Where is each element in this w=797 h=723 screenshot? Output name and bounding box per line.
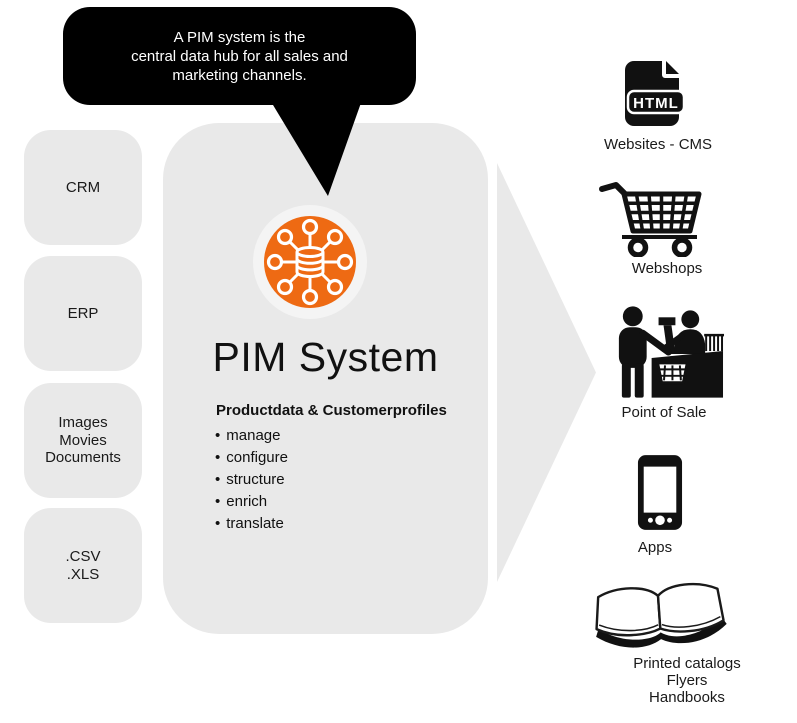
bullet-item: • translate (215, 512, 288, 534)
bullet-text: structure (226, 470, 285, 488)
bullet-text: enrich (226, 492, 268, 510)
bullet-marker: • (215, 426, 221, 444)
pim-bullet-list: • manage • configure • structure • enric… (215, 424, 288, 534)
source-label: .XLS (66, 565, 100, 583)
channel-label-apps: Apps (637, 539, 673, 556)
channel-label-webshops: Webshops (631, 260, 703, 277)
bullet-item: • enrich (215, 490, 288, 512)
source-label: CRM (65, 178, 101, 196)
source-label: Images (58, 414, 108, 432)
source-box-erp: ERP (24, 256, 142, 371)
pim-title: PIM System (212, 334, 439, 380)
source-label: ERP (67, 304, 99, 322)
flow-arrow (497, 163, 596, 582)
source-box-media: Images Movies Documents (24, 383, 142, 498)
bullet-marker: • (215, 448, 221, 466)
channel-label-print: Printed catalogs Flyers Handbooks (633, 655, 741, 706)
pim-subtitle: Productdata & Customerprofiles (216, 402, 447, 419)
speech-bubble-line: A PIM system is the (173, 28, 306, 46)
bullet-text: manage (226, 426, 281, 444)
bullet-item: • configure (215, 446, 288, 468)
source-label: .CSV (65, 548, 101, 565)
source-box-files: .CSV .XLS (24, 508, 142, 623)
data-hub-network-icon (264, 216, 356, 308)
html-file-icon: HTML (625, 61, 686, 126)
smartphone-icon (637, 455, 683, 530)
bullet-marker: • (215, 470, 221, 488)
speech-bubble: A PIM system is the central data hub for… (63, 7, 416, 105)
html-badge-text: HTML (633, 95, 679, 112)
speech-bubble-line: central data hub for all sales and (131, 47, 348, 65)
point-of-sale-icon (618, 306, 725, 398)
bullet-marker: • (215, 492, 221, 510)
channel-label-websites: Websites - CMS (603, 136, 713, 153)
shopping-cart-icon (599, 182, 702, 257)
bullet-text: translate (226, 514, 284, 532)
bullet-item: • manage (215, 424, 288, 446)
speech-bubble-line: marketing channels. (172, 66, 307, 84)
bullet-text: configure (226, 448, 288, 466)
channel-label-pos: Point of Sale (621, 404, 707, 421)
open-book-icon (595, 582, 727, 648)
source-box-crm: CRM (24, 130, 142, 245)
bullet-marker: • (215, 514, 221, 532)
source-label: Documents (45, 449, 121, 467)
bullet-item: • structure (215, 468, 288, 490)
source-label: Movies (59, 431, 107, 449)
